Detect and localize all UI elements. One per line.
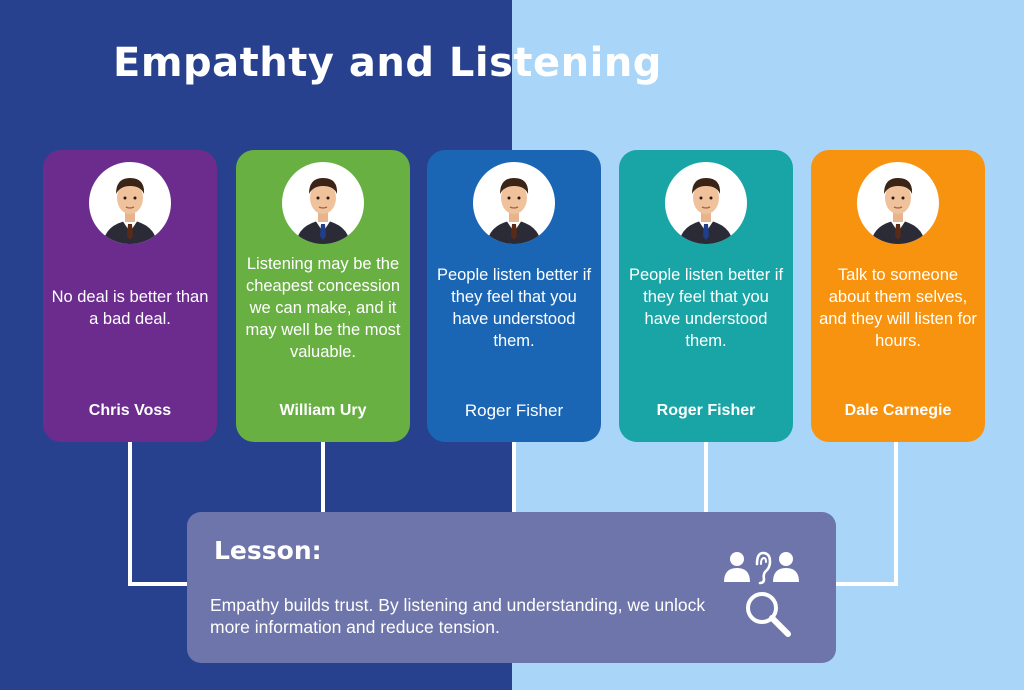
connector-line xyxy=(128,582,190,586)
quote-card-chris-voss: No deal is better than a bad deal. Chris… xyxy=(43,150,217,442)
quote-text: People listen better if they feel that y… xyxy=(436,266,592,350)
quote-text: Listening may be the cheapest concession… xyxy=(245,255,401,361)
lesson-title: Lesson: xyxy=(214,536,322,565)
connector-line xyxy=(704,442,708,514)
quote-card-william-ury: Listening may be the cheapest concession… xyxy=(236,150,410,442)
lesson-box: Lesson: Empathy builds trust. By listeni… xyxy=(187,512,836,663)
quote-text: Talk to someone about them selves, and t… xyxy=(819,266,977,350)
connector-line xyxy=(834,582,898,586)
page-title: Empathty and Listening xyxy=(113,40,662,86)
quote-card-roger-fisher: People listen better if they feel that y… xyxy=(427,150,601,442)
man-avatar-icon xyxy=(89,162,171,244)
quote-author: Roger Fisher xyxy=(464,401,564,420)
quote-author: Roger Fisher xyxy=(656,402,756,419)
man-avatar-icon xyxy=(665,162,747,244)
listening-people-icon xyxy=(724,551,799,585)
connector-line xyxy=(894,442,898,586)
quote-card-dale-carnegie: Talk to someone about them selves, and t… xyxy=(811,150,985,442)
connector-line xyxy=(321,442,325,514)
lesson-text: Empathy builds trust. By listening and u… xyxy=(210,595,706,637)
connector-line xyxy=(512,442,516,514)
quote-text: No deal is better than a bad deal. xyxy=(51,288,209,328)
quote-text: People listen better if they feel that y… xyxy=(628,266,784,350)
quote-author: Chris Voss xyxy=(88,402,172,419)
man-avatar-icon xyxy=(282,162,364,244)
quote-author: Dale Carnegie xyxy=(844,402,952,419)
magnifier-icon xyxy=(746,592,791,637)
connector-line xyxy=(128,442,132,586)
man-avatar-icon xyxy=(857,162,939,244)
quote-card-roger-fisher-2: People listen better if they feel that y… xyxy=(619,150,793,442)
man-avatar-icon xyxy=(473,162,555,244)
quote-author: William Ury xyxy=(279,402,367,419)
